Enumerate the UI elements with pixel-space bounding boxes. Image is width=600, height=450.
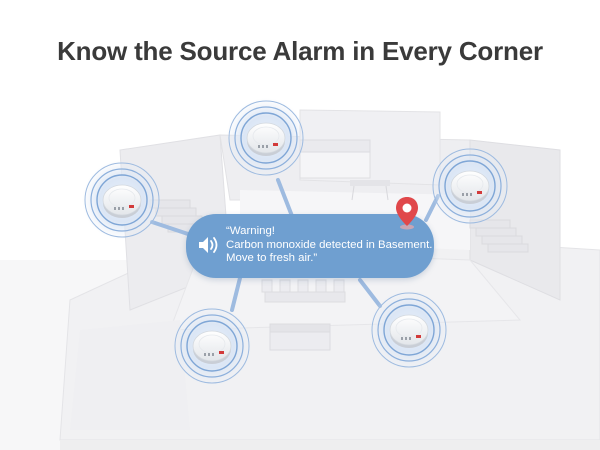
- location-pin-icon: [396, 197, 418, 230]
- alert-line-2: Carbon monoxide detected in Basement.: [226, 238, 433, 251]
- headline: Know the Source Alarm in Every Corner: [57, 36, 543, 66]
- speaker-icon: [199, 237, 218, 253]
- co-detector-icon: [225, 97, 307, 179]
- co-detector-icon: [81, 159, 163, 241]
- alert-line-3: Move to fresh air.”: [226, 252, 318, 264]
- co-detector-icon: [368, 289, 450, 371]
- alert-line-1: “Warning!: [226, 225, 275, 237]
- co-detector-icon: [171, 305, 253, 387]
- co-detector-icon: [429, 145, 511, 227]
- alert-bubble: “Warning! Carbon monoxide detected in Ba…: [186, 214, 434, 278]
- alert-message: “Warning! Carbon monoxide detected in Ba…: [226, 225, 433, 266]
